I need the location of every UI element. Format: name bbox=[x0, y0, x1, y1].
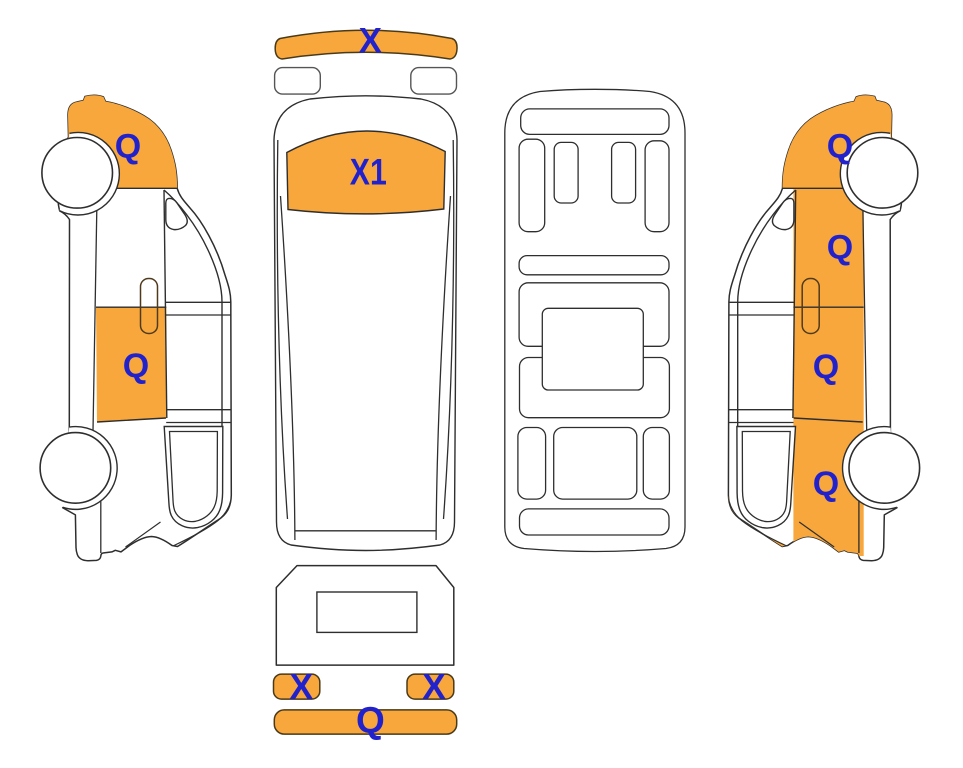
svg-text:X: X bbox=[289, 666, 313, 707]
svg-text:Q: Q bbox=[827, 229, 853, 267]
svg-text:X1: X1 bbox=[350, 152, 387, 193]
svg-text:Q: Q bbox=[123, 347, 149, 385]
svg-text:X: X bbox=[359, 21, 383, 60]
svg-text:Q: Q bbox=[813, 465, 839, 503]
svg-text:X: X bbox=[422, 666, 446, 707]
svg-text:Q: Q bbox=[813, 348, 839, 386]
svg-text:Q: Q bbox=[115, 128, 141, 166]
svg-text:Q: Q bbox=[827, 128, 853, 166]
svg-text:Q: Q bbox=[356, 700, 385, 741]
